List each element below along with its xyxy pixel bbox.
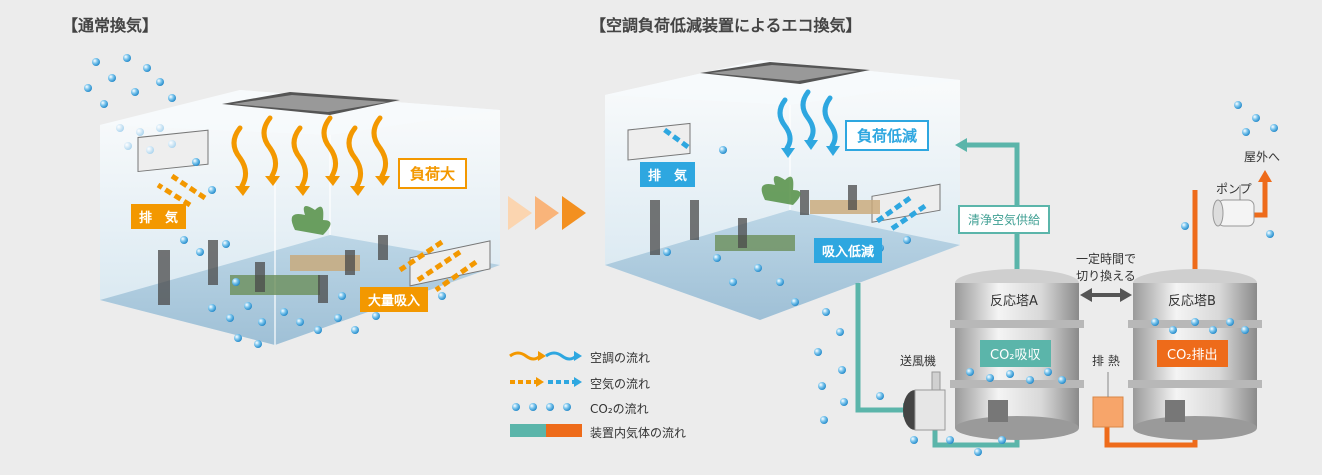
right-ac-arrows — [777, 89, 838, 151]
switch-double-arrow-icon — [1080, 288, 1132, 302]
ac-flow-arrows-icon — [509, 351, 582, 361]
left-load-tag: 負荷大 — [398, 158, 468, 189]
left-ac-arrows — [231, 115, 388, 189]
co2-bubbles-icon — [512, 403, 571, 411]
left-intake-tag: 大量吸入 — [360, 287, 429, 312]
pump-shape — [1212, 185, 1255, 227]
switch-note-line1: 一定時間で — [1075, 252, 1136, 266]
legend-co2-flow: CO₂の流れ — [590, 402, 649, 416]
legend-ac-flow: 空調の流れ — [590, 351, 651, 365]
tower-b-label: 反応塔B — [1168, 294, 1216, 309]
legend-device-gas-flow: 装置内気体の流れ — [590, 426, 687, 440]
switch-note: 一定時間で 切り換える — [1066, 250, 1146, 284]
right-exhaust-tag: 排 気 — [640, 162, 696, 187]
pump-label: ポンプ — [1216, 182, 1252, 196]
heat-box-shape — [1092, 372, 1124, 428]
legend-icons — [509, 351, 582, 437]
right-intake-tag: 吸入低減 — [814, 238, 883, 263]
right-intake-arrows — [874, 195, 927, 233]
blower-label: 送風機 — [900, 354, 937, 368]
right-exhaust-arrows — [660, 125, 690, 150]
co2-release-badge: CO₂排出 — [1157, 340, 1228, 367]
clean-air-supply-tag: 清浄空気供給 — [958, 205, 1051, 234]
legend-air-flow: 空気の流れ — [590, 377, 651, 391]
outdoor-label: 屋外へ — [1244, 150, 1281, 164]
co2-bubbles — [84, 54, 1278, 456]
teal-pipe-clean-air — [965, 142, 1020, 282]
device-gas-flow-bar-icon — [510, 424, 582, 437]
tower-a-label: 反応塔A — [990, 294, 1038, 309]
teal-pipe-to-blower — [855, 283, 905, 413]
heat-label: 排 熱 — [1092, 354, 1120, 368]
title-normal-ventilation: 【通常換気】 — [62, 16, 159, 35]
title-eco-ventilation: 【空調負荷低減装置によるエコ換気】 — [590, 16, 862, 35]
switch-note-line2: 切り換える — [1076, 269, 1136, 283]
air-flow-dashed-arrows-icon — [510, 377, 582, 387]
orange-pipe-to-outdoor — [1250, 180, 1268, 218]
left-exhaust-tag: 排 気 — [131, 204, 187, 229]
blower-shape — [903, 371, 946, 431]
left-exhaust-vent — [137, 129, 209, 173]
right-load-tag: 負荷低減 — [845, 120, 930, 151]
left-room-ceiling — [100, 90, 500, 135]
transition-chevrons — [508, 196, 586, 230]
left-room — [100, 90, 500, 345]
left-desk — [230, 275, 320, 295]
co2-absorb-badge: CO₂吸収 — [980, 340, 1051, 367]
left-exhaust-arrows — [156, 173, 207, 208]
left-intake-arrows — [398, 239, 478, 293]
right-exhaust-vent — [627, 122, 691, 161]
